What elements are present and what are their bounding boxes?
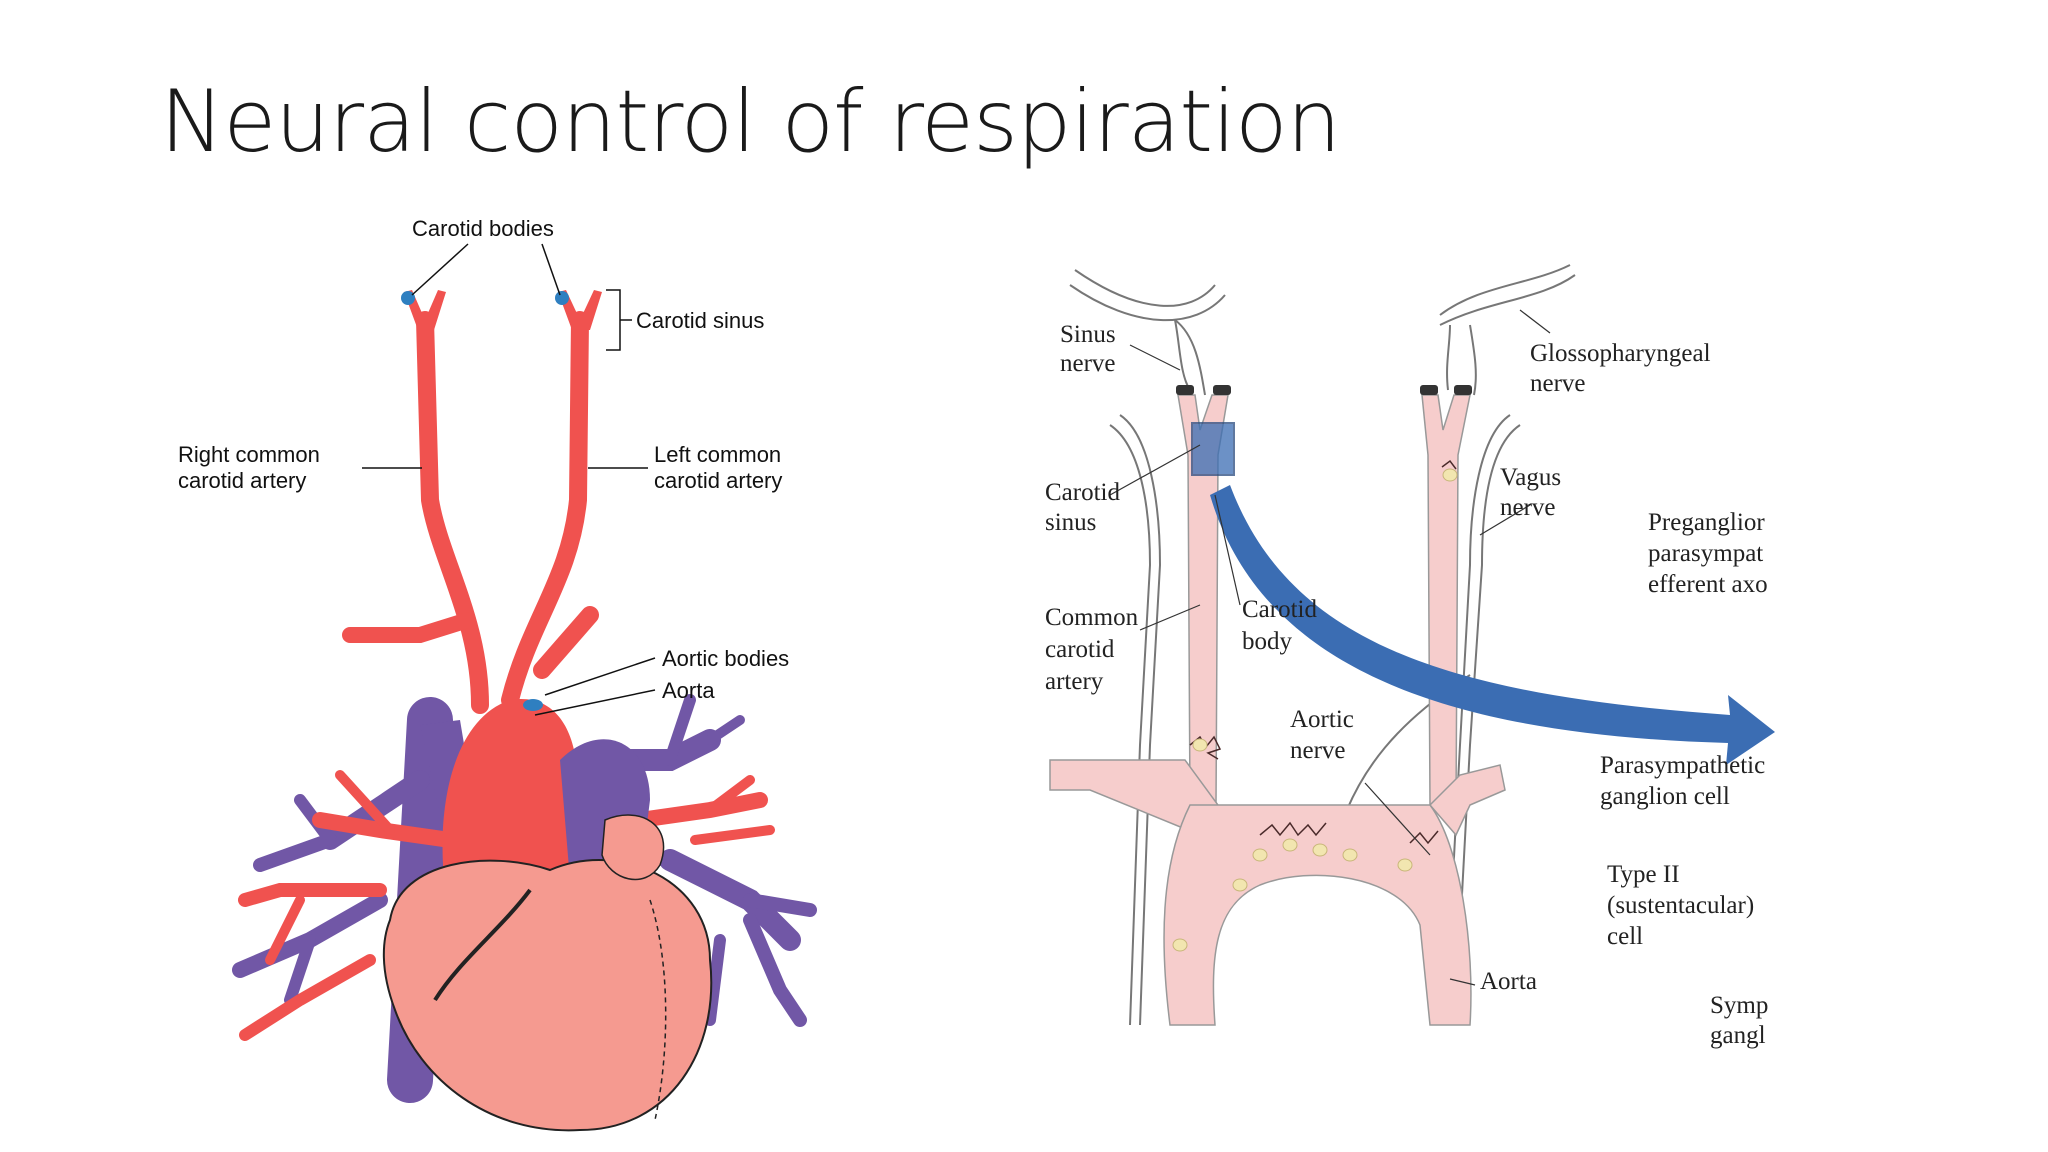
pulmonary-arteries-group <box>238 770 775 1041</box>
label-sinus-nerve-2: nerve <box>1060 350 1116 377</box>
label-glossopharyngeal-1: Glossopharyngeal <box>1530 340 1711 367</box>
label-vagus-1: Vagus <box>1500 464 1561 491</box>
right-carotid-body <box>401 291 415 305</box>
label-type2-cell-2: (sustentacular) <box>1607 892 1754 919</box>
label-type2-cell-3: cell <box>1607 923 1643 950</box>
label-carotid-sinus-2: sinus <box>1045 509 1096 536</box>
label-left-common-1: Left common <box>654 442 781 467</box>
label-aorta: Aorta <box>662 678 715 703</box>
glomus-cells <box>1172 468 1458 952</box>
label-vagus-2: nerve <box>1500 494 1556 521</box>
left-diagram-svg: Carotid bodies Carotid sinus Right commo… <box>178 216 817 1132</box>
left-carotid-bifurcation <box>558 290 602 330</box>
leader-lines <box>362 243 656 716</box>
label-sinus-nerve-1: Sinus <box>1060 321 1116 348</box>
label-common-carotid-1: Common <box>1045 604 1139 631</box>
label-common-carotid-3: artery <box>1045 668 1104 695</box>
label-aortic-nerve-2: nerve <box>1290 737 1346 764</box>
label-common-carotid-2: carotid <box>1045 636 1115 663</box>
heart <box>382 859 713 1132</box>
label-right-common-2: carotid artery <box>178 468 306 493</box>
label-carotid-bodies: Carotid bodies <box>412 216 554 241</box>
label-right-common-1: Right common <box>178 442 320 467</box>
label-carotid-body-2: body <box>1242 628 1293 655</box>
interventricular-groove <box>433 888 532 1002</box>
right-leader-lines <box>1109 309 1551 986</box>
label-aorta-right: Aorta <box>1480 968 1537 995</box>
carotid-body-highlight <box>1191 422 1235 476</box>
label-carotid-sinus-1: Carotid <box>1045 479 1120 506</box>
label-sympathetic-ganglion-1: Symp <box>1710 992 1768 1019</box>
label-sympathetic-ganglion-2: gangl <box>1710 1022 1766 1049</box>
aortic-body <box>523 699 543 711</box>
vessel-tips <box>1176 385 1472 395</box>
label-glossopharyngeal-2: nerve <box>1530 370 1586 397</box>
carotid-aortic-anatomy-diagram: Carotid bodies Carotid sinus Right commo… <box>150 200 910 1140</box>
label-preganglionic-1: Preganglior <box>1648 509 1765 536</box>
label-aortic-nerve-1: Aortic <box>1290 706 1354 733</box>
label-parasympathetic-ganglion-1: Parasympathetic <box>1600 752 1765 779</box>
label-carotid-body-1: Carotid <box>1242 596 1317 623</box>
label-parasympathetic-ganglion-2: ganglion cell <box>1600 783 1730 810</box>
chemoreceptor-innervation-diagram: Sinus nerve Glossopharyngeal nerve Vagus… <box>1030 245 1810 1105</box>
right-diagram-svg: Sinus nerve Glossopharyngeal nerve Vagus… <box>1045 264 1775 1049</box>
left-atrial-appendage <box>601 814 665 881</box>
label-type2-cell-1: Type II <box>1607 861 1680 888</box>
left-carotid-body <box>555 291 569 305</box>
label-aortic-bodies: Aortic bodies <box>662 646 789 671</box>
slide-title: Neural control of respiration <box>160 72 1341 172</box>
label-preganglionic-3: efferent axo <box>1648 571 1768 598</box>
label-preganglionic-2: parasympat <box>1648 540 1763 567</box>
carotid-arteries <box>342 311 599 714</box>
label-carotid-sinus: Carotid sinus <box>636 308 764 333</box>
label-left-common-2: carotid artery <box>654 468 782 493</box>
efferent-arrow <box>1210 485 1775 765</box>
